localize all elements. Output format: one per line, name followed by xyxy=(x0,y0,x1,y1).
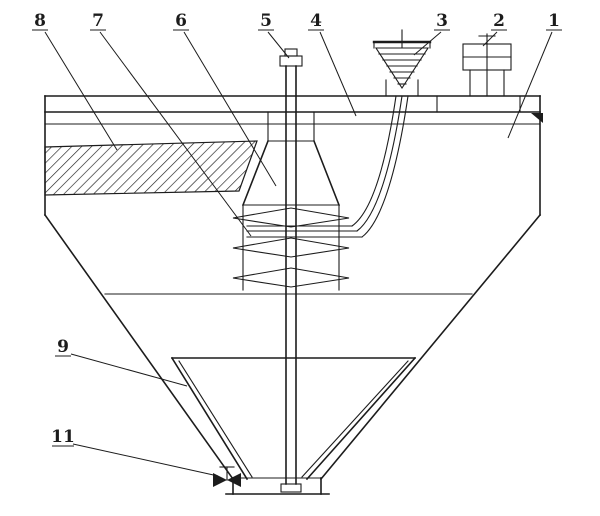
label-5: 5 xyxy=(260,11,272,31)
label-1: 1 xyxy=(548,11,560,31)
leader-1 xyxy=(507,31,553,139)
feed-pipe-curve xyxy=(361,95,409,238)
feed-pipe-curve xyxy=(351,95,397,227)
label-2: 2 xyxy=(493,11,505,31)
inner-cone-left-inner xyxy=(178,360,253,478)
label-7: 7 xyxy=(92,11,104,31)
leader-8 xyxy=(44,31,118,151)
weld-mark xyxy=(531,113,543,123)
leader-9 xyxy=(70,353,188,387)
leader-2 xyxy=(482,31,498,47)
valve-left-wedge xyxy=(213,473,227,487)
top-deck xyxy=(44,95,543,125)
drain-valve xyxy=(213,466,241,487)
control-box xyxy=(462,33,512,97)
leader-3 xyxy=(413,31,442,56)
label-3: 3 xyxy=(436,11,448,31)
feed-pipe-curve xyxy=(356,95,403,232)
feedwell xyxy=(241,111,341,291)
hatched-plate xyxy=(44,140,258,196)
label-9: 9 xyxy=(57,337,69,357)
part-labels: 8 7 6 5 4 3 2 1 9 11 xyxy=(32,11,562,447)
feedwell-left-wall xyxy=(241,139,270,207)
leader-4 xyxy=(319,31,357,117)
left-cone-wall xyxy=(43,213,235,481)
cone-plate xyxy=(232,207,350,228)
inner-cone-left-outer xyxy=(170,356,249,481)
right-cone-wall xyxy=(319,213,542,481)
shaft-cap xyxy=(279,55,303,67)
leader-lines xyxy=(44,31,553,477)
cone-plates xyxy=(232,207,350,288)
leader-7 xyxy=(99,31,252,237)
valve-right-wedge xyxy=(227,473,241,487)
leader-11 xyxy=(72,443,219,477)
label-4: 4 xyxy=(310,11,322,31)
label-11: 11 xyxy=(51,427,75,447)
leader-6 xyxy=(183,31,277,187)
inner-cone-right-inner xyxy=(301,360,409,478)
motor-cone xyxy=(374,47,430,90)
feed-pipe xyxy=(246,95,409,238)
inclined-plate xyxy=(44,140,258,196)
cone-plate xyxy=(232,267,350,288)
leader-5 xyxy=(267,31,290,59)
inner-cone-right-outer xyxy=(305,356,417,481)
label-8: 8 xyxy=(34,11,46,31)
motor-assembly xyxy=(372,29,432,97)
inner-cone xyxy=(170,356,417,481)
feedwell-right-wall xyxy=(312,139,341,207)
shaft-bottom-hub xyxy=(280,483,302,493)
label-6: 6 xyxy=(175,11,187,31)
cone-plate xyxy=(232,237,350,258)
central-shaft xyxy=(279,48,303,493)
